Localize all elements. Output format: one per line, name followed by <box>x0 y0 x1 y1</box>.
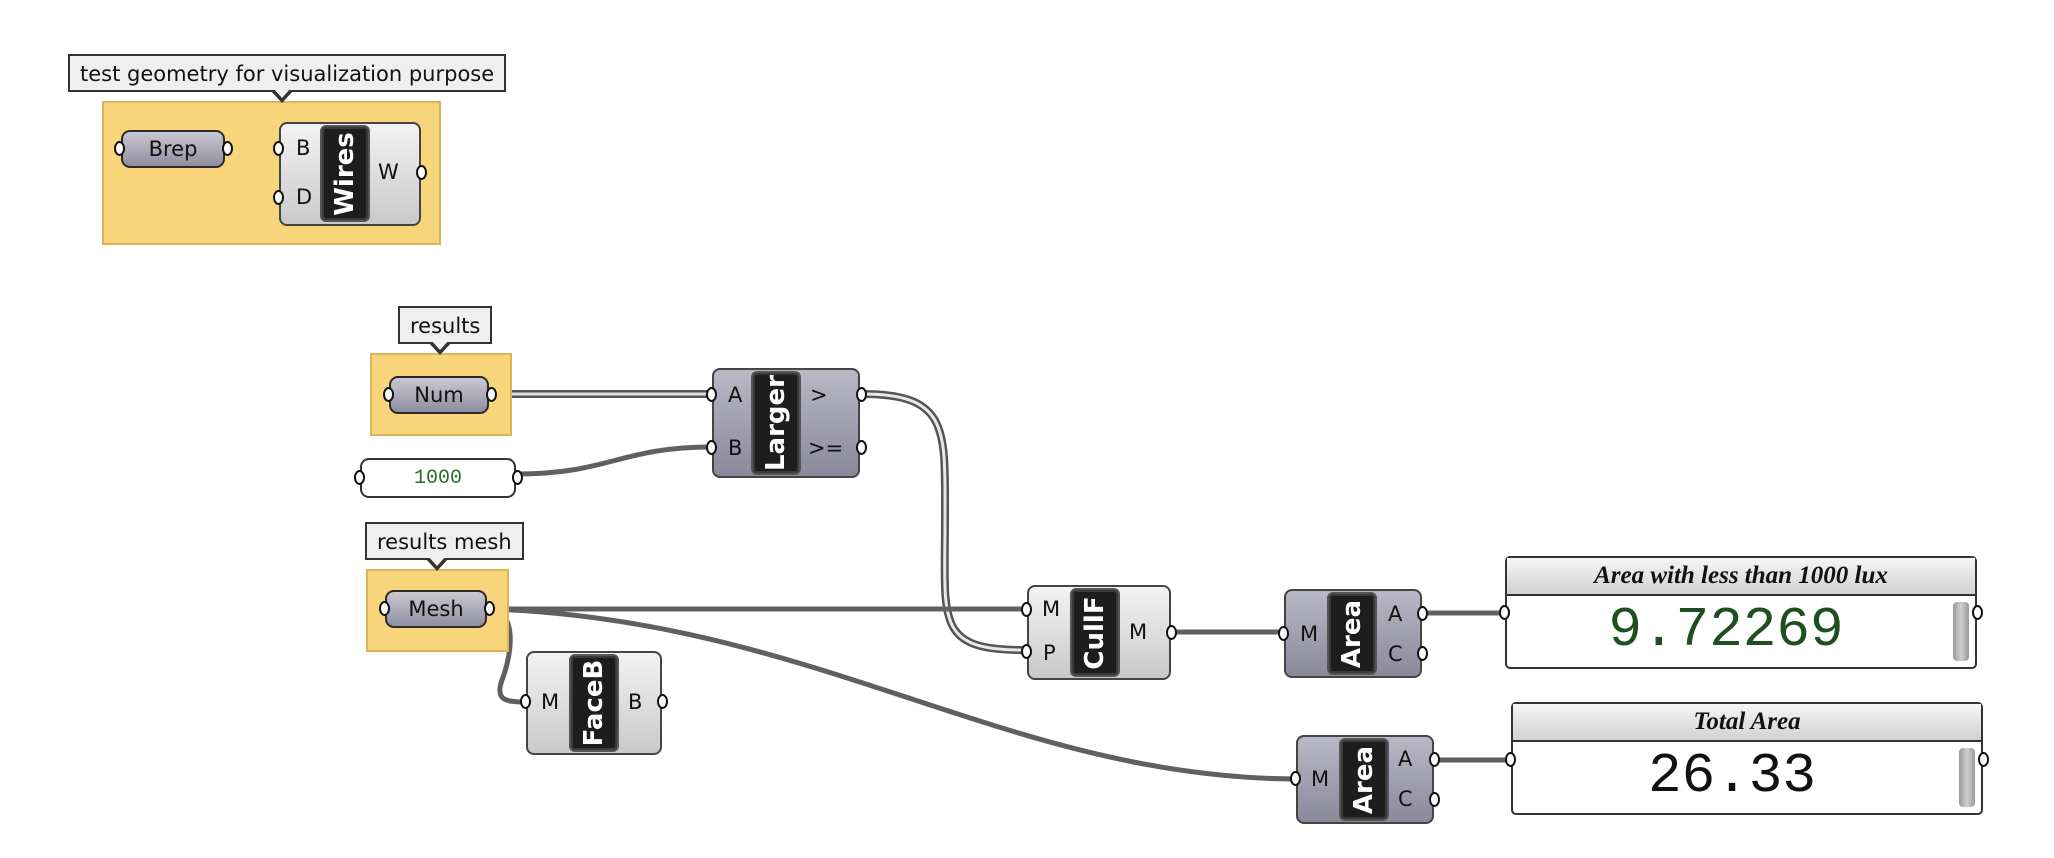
area2-name: Area <box>1349 745 1379 814</box>
cullf-input-p-label: P <box>1043 641 1056 665</box>
mesh-param[interactable]: Mesh <box>385 590 487 628</box>
area1-name: Area <box>1337 599 1367 668</box>
faceb-name: FaceB <box>579 659 609 747</box>
cullf-input-m-port[interactable] <box>1021 602 1032 617</box>
larger-output-gte-port[interactable] <box>856 440 867 455</box>
group-balloon-label: results <box>410 314 481 338</box>
area1-output-c-port[interactable] <box>1417 646 1428 661</box>
area1-name-bar: Area <box>1327 592 1377 675</box>
area2-output-c-port[interactable] <box>1429 792 1440 807</box>
wires-input-b-port[interactable] <box>273 141 284 156</box>
panel-value: 26.33 <box>1647 744 1817 808</box>
wires-name-bar: Wires <box>320 125 370 222</box>
area2-input-m-label: M <box>1311 767 1330 791</box>
area1-output-a-port[interactable] <box>1417 606 1428 621</box>
faceb-output-b-port[interactable] <box>657 694 668 709</box>
area2-output-c-label: C <box>1398 787 1413 811</box>
larger-input-b-label: B <box>728 436 743 460</box>
brep-label: Brep <box>148 137 198 161</box>
brep-param[interactable]: Brep <box>121 130 225 168</box>
larger-input-b-port[interactable] <box>706 440 717 455</box>
cullf-output-m-label: M <box>1129 620 1148 644</box>
wires-output-w-port[interactable] <box>416 165 427 180</box>
brep-input-port[interactable] <box>114 141 125 156</box>
larger-input-a-port[interactable] <box>706 387 717 402</box>
panel1-input-port[interactable] <box>1499 605 1510 620</box>
larger-output-gt-label: > <box>810 383 828 407</box>
wires-input-d-port[interactable] <box>273 190 284 205</box>
group-balloon: results mesh <box>365 522 524 571</box>
panel-value: 9.72269 <box>1608 598 1844 662</box>
faceb-input-m-port[interactable] <box>520 694 531 709</box>
group-balloon-label: results mesh <box>377 530 512 554</box>
larger-name: Larger <box>761 374 791 472</box>
panel-title: Area with less than 1000 lux <box>1507 558 1975 596</box>
wires-output-w-label: W <box>378 160 399 184</box>
mesh-label: Mesh <box>408 597 464 621</box>
wire-mesh-to-area2 <box>487 606 1305 782</box>
area2-output-a-label: A <box>1398 747 1413 771</box>
number-input-port[interactable] <box>354 470 365 485</box>
cullf-output-m-port[interactable] <box>1166 625 1177 640</box>
cullf-input-p-port[interactable] <box>1021 644 1032 659</box>
cullf-name-bar: CullF <box>1070 588 1120 677</box>
panel-scrollbar[interactable] <box>1953 602 1969 661</box>
area1-output-c-label: C <box>1388 642 1403 666</box>
larger-input-a-label: A <box>728 383 743 407</box>
area2-input-m-port[interactable] <box>1290 771 1301 786</box>
number-output-port[interactable] <box>512 470 523 485</box>
wires-name: Wires <box>330 131 360 216</box>
wires-input-b-label: B <box>296 136 311 160</box>
faceb-output-b-label: B <box>628 690 643 714</box>
wire-number-to-larger <box>513 444 715 477</box>
area1-input-m-port[interactable] <box>1278 626 1289 641</box>
group-balloon: test geometry for visualization purpose <box>68 54 507 103</box>
faceb-input-m-label: M <box>541 690 560 714</box>
num-output-port[interactable] <box>486 387 497 402</box>
group-balloon: results <box>398 306 493 355</box>
mesh-output-port[interactable] <box>484 601 495 616</box>
num-param[interactable]: Num <box>389 376 489 414</box>
cullf-name: CullF <box>1080 595 1110 670</box>
mesh-input-port[interactable] <box>379 601 390 616</box>
area2-output-a-port[interactable] <box>1429 752 1440 767</box>
area1-output-a-label: A <box>1388 602 1403 626</box>
panel-title: Total Area <box>1513 704 1981 742</box>
cullf-input-m-label: M <box>1042 597 1061 621</box>
panel2-input-port[interactable] <box>1505 752 1516 767</box>
area2-name-bar: Area <box>1339 738 1389 821</box>
group-balloon-label: test geometry for visualization purpose <box>80 62 495 86</box>
wire-larger-to-cullf <box>858 390 1026 654</box>
panel-area-less-than-1000-lux[interactable]: Area with less than 1000 lux 9.72269 <box>1505 556 1977 669</box>
panel2-output-port[interactable] <box>1978 752 1989 767</box>
larger-output-gte-label: >= <box>808 436 844 460</box>
larger-output-gt-port[interactable] <box>856 387 867 402</box>
number-value: 1000 <box>413 466 462 490</box>
panel1-output-port[interactable] <box>1972 605 1983 620</box>
num-label: Num <box>414 383 464 407</box>
faceb-name-bar: FaceB <box>569 654 619 752</box>
wires-input-d-label: D <box>296 185 313 209</box>
brep-output-port[interactable] <box>222 141 233 156</box>
panel-scrollbar[interactable] <box>1959 748 1975 807</box>
larger-name-bar: Larger <box>751 371 801 475</box>
area1-input-m-label: M <box>1300 622 1319 646</box>
panel-total-area[interactable]: Total Area 26.33 <box>1511 702 1983 815</box>
number-value-box[interactable]: 1000 <box>360 458 516 498</box>
num-input-port[interactable] <box>383 387 394 402</box>
